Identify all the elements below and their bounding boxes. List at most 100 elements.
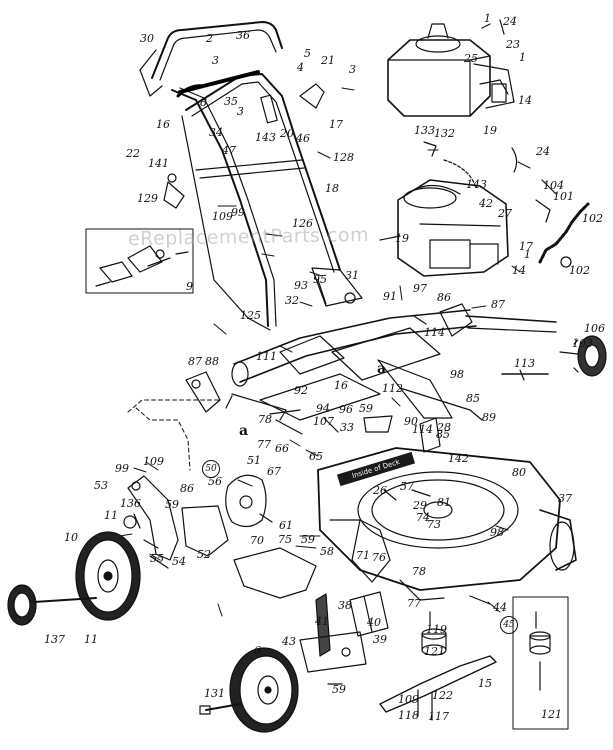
callout-label: 50 [202,460,220,478]
callout-label: 137 [44,633,65,646]
callout-label: 86 [437,291,451,304]
callout-label: 91 [383,290,397,303]
callout-label: 14 [512,264,526,277]
callout-label: 17 [519,240,533,253]
callout-label: 87 [188,355,202,368]
callout-label: 77 [257,438,271,451]
callout-label: 87 [491,298,505,311]
callout-label: 142 [448,452,469,465]
callout-label: 66 [275,442,289,455]
front-wheel-6 [199,647,299,733]
callout-label: 54 [172,555,186,568]
callout-label: 67 [267,465,281,478]
callout-label: 136 [120,497,141,510]
rear-axle-linkage [127,267,557,471]
callout-label: 19 [395,232,409,245]
engine-block-lower [379,141,557,277]
callout-label: 24 [503,15,517,28]
callout-label: 52 [197,548,211,561]
callout-label: 43 [282,635,296,648]
front-left-height-adjuster [123,474,317,599]
callout-label: 119 [426,623,447,636]
callout-label: 86 [180,482,194,495]
callout-label: 42 [479,197,493,210]
callout-label: 8 [200,96,207,109]
callout-label: 38 [338,599,352,612]
callout-label: 141 [148,157,169,170]
callout-label: 59 [301,533,315,546]
callout-label: 98 [450,368,464,381]
callout-label: 107 [313,415,334,428]
callout-label: 15 [478,677,492,690]
callout-label: 102 [582,212,603,225]
callout-label: 55 [150,552,164,565]
callout-label: 30 [140,32,154,45]
callout-label: 37 [558,492,572,505]
callout-label: 23 [506,38,520,51]
callout-label: 44 [493,601,507,614]
callout-label: 25 [464,52,478,65]
callout-label: 36 [236,29,250,42]
callout-label: a [377,361,387,377]
callout-label: 35 [224,95,238,108]
rear-wheel-106 [559,335,607,377]
callout-label: 71 [356,549,370,562]
callout-label: 109 [143,455,164,468]
callout-label: 11 [84,633,98,646]
callout-label: 2 [206,32,213,45]
rear-right-height-adjuster [299,591,389,685]
callout-label: 121 [541,708,562,721]
callout-label: 114 [424,326,445,339]
callout-label: 96 [339,403,353,416]
callout-label: 1 [519,51,526,64]
callout-label: 103 [572,337,593,350]
callout-label: 33 [340,421,354,434]
callout-label: 5 [304,47,311,60]
callout-label: 85 [436,428,450,441]
callout-label: 78 [412,565,426,578]
inset-box-9 [85,228,194,294]
callout-label: 1 [524,248,531,261]
callout-label: 9 [186,280,193,293]
mower-deck [317,447,577,605]
callout-label: 133 [414,124,435,137]
callout-label: 16 [156,118,170,131]
callout-label: 113 [514,357,535,370]
callout-label: 97 [413,282,427,295]
callout-label: 98 [490,526,504,539]
callout-label: 126 [292,217,313,230]
callout-label: 56 [208,475,222,488]
callout-label: 59 [165,498,179,511]
watermark-text: eReplacementParts.com [127,223,370,251]
callout-label: 51 [247,454,261,467]
front-wheel-10 [7,531,141,626]
callout-label: 81 [437,496,451,509]
callout-label: 53 [94,479,108,492]
callout-label: 3 [349,63,356,76]
callout-label: 1 [484,12,491,25]
callout-label: 21 [321,54,335,67]
callout-label: 112 [382,382,403,395]
callout-label: 129 [137,192,158,205]
callout-label: 14 [518,94,532,107]
callout-label: 77 [407,597,421,610]
callout-label: 58 [320,545,334,558]
callout-label: 29 [413,499,427,512]
callout-label: 94 [316,402,330,415]
callout-label: 118 [398,709,419,722]
callout-label: 93 [294,279,308,292]
callout-label: 28 [437,421,451,434]
callout-label: 99 [115,462,129,475]
callout-label: 26 [373,484,387,497]
callout-label: 109 [212,210,233,223]
callout-label: 61 [279,519,293,532]
callout-label: 121 [424,645,445,658]
callout-label: 41 [315,615,329,628]
callout-label: 65 [309,450,323,463]
callout-label: 59 [332,683,346,696]
blade-15 [379,611,497,721]
callout-label: 34 [209,126,223,139]
callout-label: 20 [280,127,294,140]
